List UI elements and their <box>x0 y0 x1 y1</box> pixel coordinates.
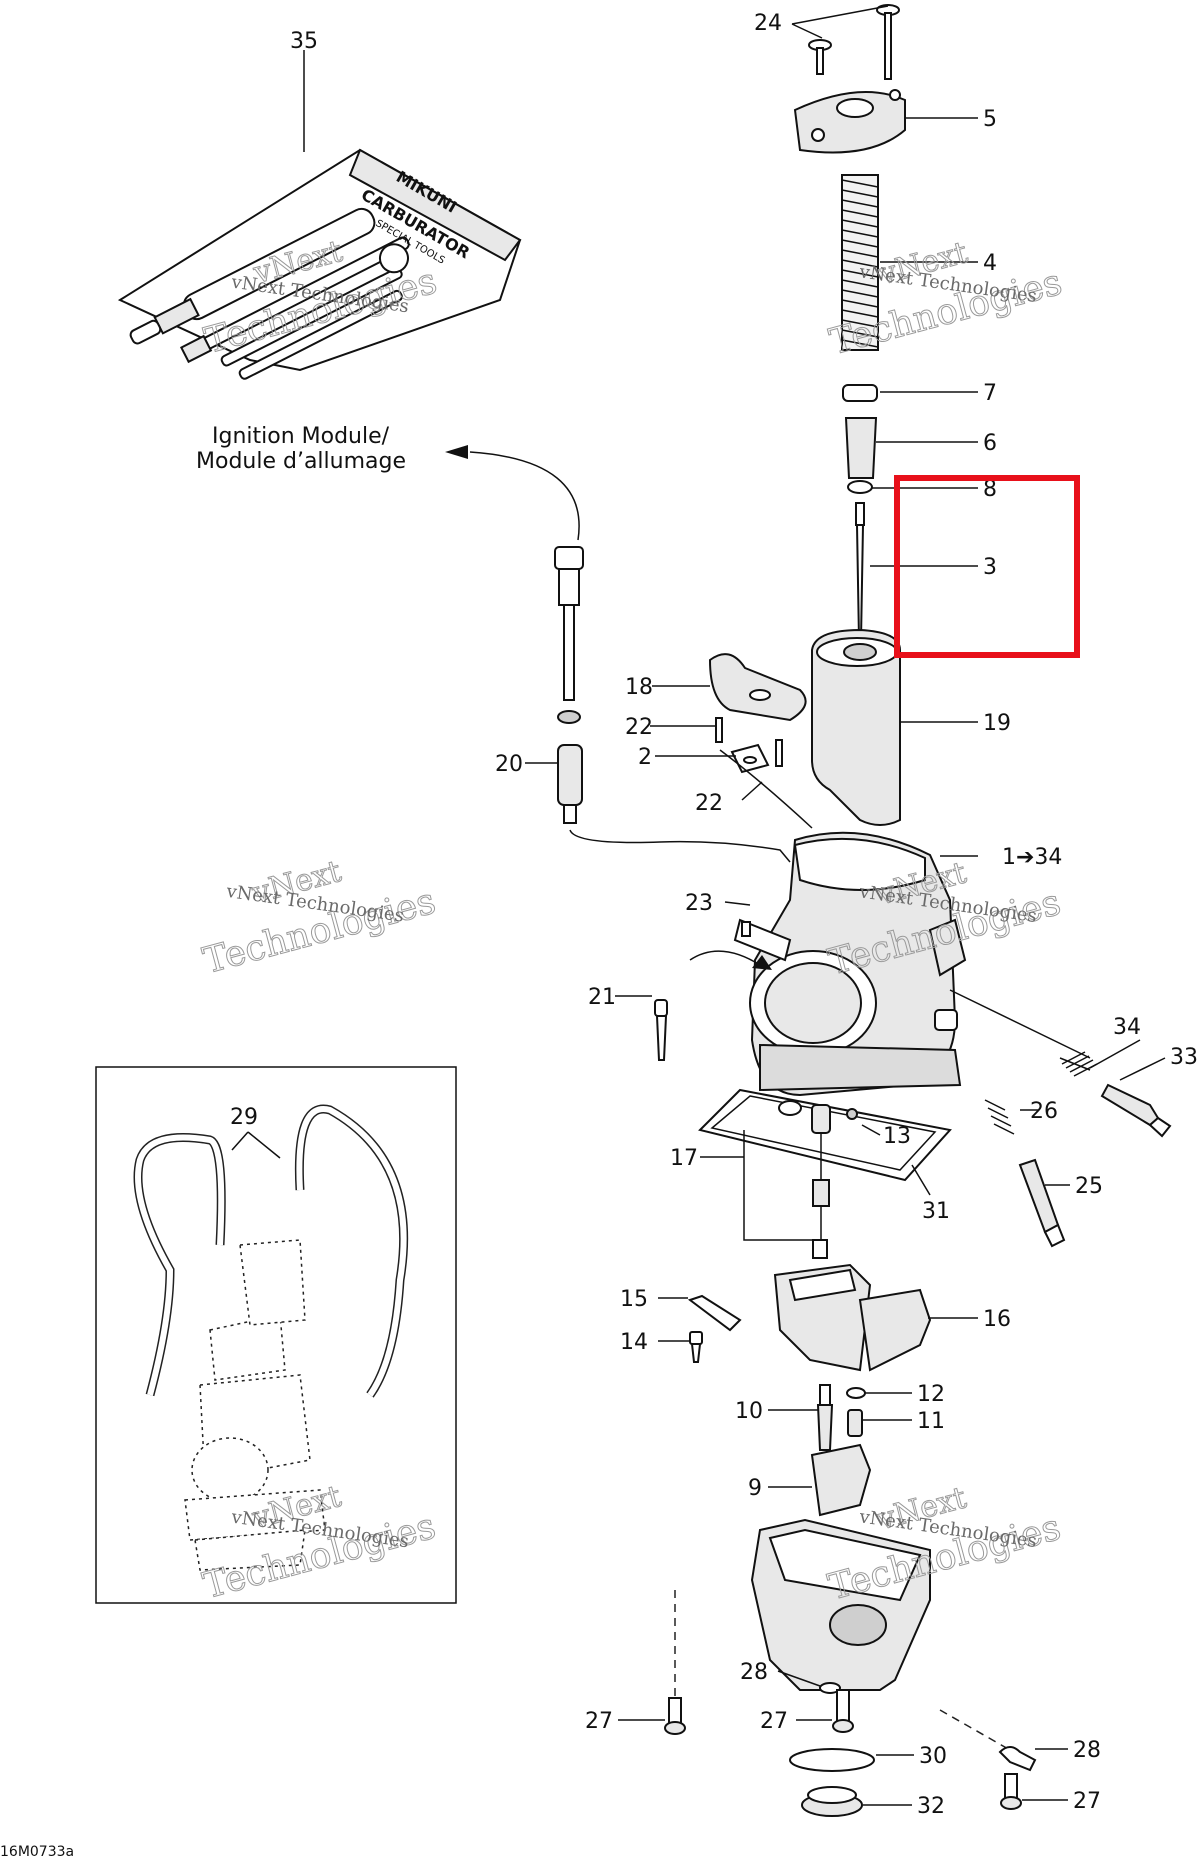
callout-33: 33 <box>1170 1045 1198 1070</box>
callout-27-right: 27 <box>1073 1789 1101 1814</box>
sensor-wire <box>445 445 791 863</box>
float-bowl <box>674 1518 1011 1751</box>
callout-31: 31 <box>922 1199 950 1224</box>
callout-29: 29 <box>230 1105 258 1130</box>
float-assembly <box>687 1263 932 1372</box>
callout-27-middle: 27 <box>760 1709 788 1734</box>
callout-5: 5 <box>983 107 997 132</box>
callout-34: 34 <box>1113 1015 1141 1040</box>
ignition-module-label-fr: Module d’allumage <box>196 449 406 474</box>
screw-24-left <box>808 39 832 75</box>
callout-4: 4 <box>983 251 997 276</box>
jet-21 <box>654 999 668 1061</box>
bracket-parts <box>708 653 813 829</box>
highlight-box <box>894 475 1080 658</box>
callout-30: 30 <box>919 1744 947 1769</box>
callout-18: 18 <box>625 675 653 700</box>
callout-7: 7 <box>983 381 997 406</box>
callout-26: 26 <box>1030 1099 1058 1124</box>
callout-19: 19 <box>983 711 1011 736</box>
leader-lines <box>231 5 1166 1806</box>
carburetor-body <box>733 831 967 1097</box>
gasket-31 <box>698 1088 952 1182</box>
needle-jet-set <box>743 1104 831 1259</box>
callout-13: 13 <box>883 1124 911 1149</box>
callouts: 35 24 5 4 7 6 8 3 18 22 2 22 20 19 1➔34 … <box>230 11 1198 1819</box>
screw-spring-34-33 <box>1059 1051 1172 1138</box>
figure-code: 16M0733a <box>0 1844 74 1860</box>
callout-11: 11 <box>917 1409 945 1434</box>
throttle-slide <box>811 628 901 826</box>
callout-16: 16 <box>983 1307 1011 1332</box>
cap-assembly <box>793 4 906 154</box>
callout-24: 24 <box>754 11 782 36</box>
callout-17: 17 <box>670 1146 698 1171</box>
callout-35: 35 <box>290 29 318 54</box>
callout-22-upper: 22 <box>625 715 653 740</box>
callout-21: 21 <box>588 985 616 1010</box>
tool-kit-illustration: MIKUNI CARBURATOR SPECIAL TOOLS <box>117 148 522 380</box>
jets-12-10-11-9 <box>810 1384 872 1517</box>
callout-9: 9 <box>748 1476 762 1501</box>
callout-32: 32 <box>917 1794 945 1819</box>
callout-28-left: 28 <box>740 1660 768 1685</box>
spring-26-screw-25 <box>984 1099 1066 1248</box>
callout-15: 15 <box>620 1287 648 1312</box>
callout-6: 6 <box>983 431 997 456</box>
callout-10: 10 <box>735 1399 763 1424</box>
needle-parts <box>842 384 878 641</box>
callout-25: 25 <box>1075 1174 1103 1199</box>
ignition-module-label-en: Ignition Module/ <box>212 424 390 449</box>
inset-hose-routing <box>95 1066 457 1604</box>
callout-2: 2 <box>638 745 652 770</box>
callout-20: 20 <box>495 752 523 777</box>
callout-22-lower: 22 <box>695 791 723 816</box>
callout-3: 3 <box>983 555 997 580</box>
callout-14: 14 <box>620 1330 648 1355</box>
spring-part <box>841 174 879 351</box>
callout-12: 12 <box>917 1382 945 1407</box>
callout-23: 23 <box>685 891 713 916</box>
callout-27-left: 27 <box>585 1709 613 1734</box>
callout-8: 8 <box>983 477 997 502</box>
callout-1-to-34: 1➔34 <box>1002 845 1062 870</box>
screw-24-right <box>876 4 900 80</box>
bottom-fasteners <box>664 1682 1037 1817</box>
callout-28-right: 28 <box>1073 1738 1101 1763</box>
